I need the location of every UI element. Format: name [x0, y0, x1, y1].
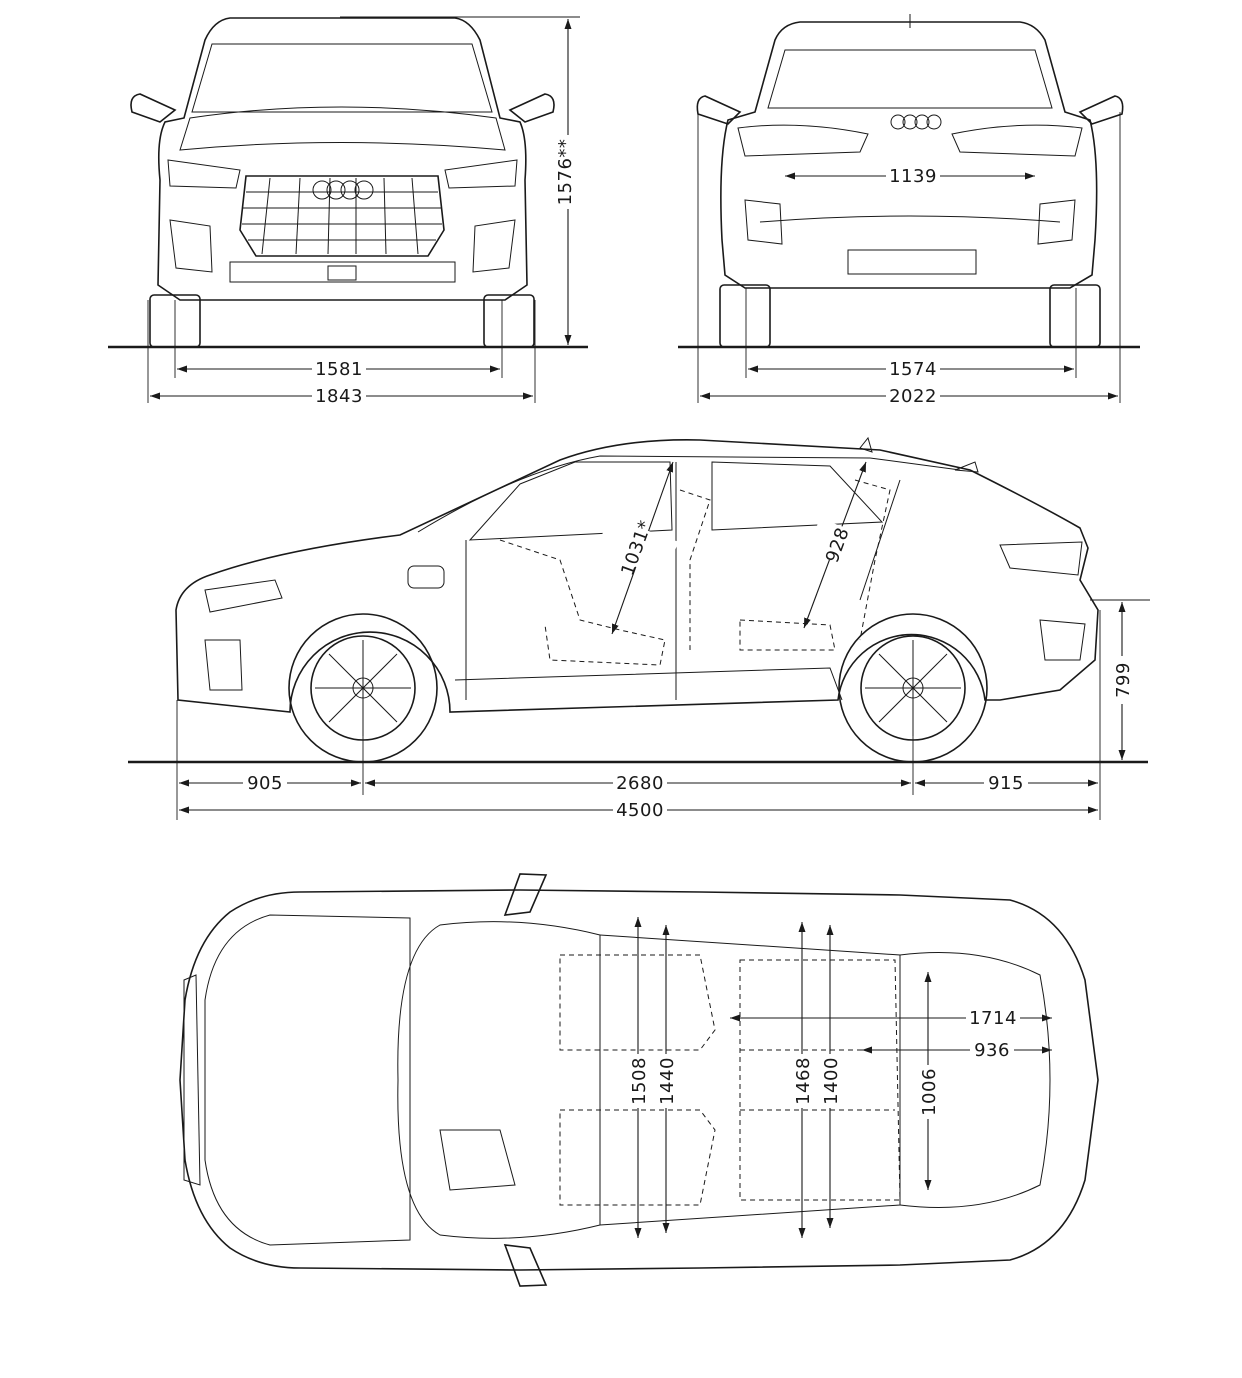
- front-height-dimension: 1576**: [340, 16, 581, 345]
- headroom-rear-dimension: 928: [803, 461, 869, 629]
- front-width-label: 1843: [315, 386, 363, 407]
- front-elbow-width-dimension: 1440: [654, 925, 680, 1233]
- boot-width-dimension: 1006: [916, 972, 942, 1190]
- front-overhang-label: 905: [247, 773, 283, 794]
- rear-track-dimension: 1574: [745, 288, 1077, 380]
- top-view: 1508 1440 1468 1400 1006 1714: [179, 873, 1099, 1287]
- headroom-front-dimension: 1031*: [595, 461, 679, 635]
- rear-overhang-label: 915: [988, 773, 1024, 794]
- front-view: 1576** 1581 1843: [108, 16, 588, 407]
- side-car-outline: [175, 436, 1099, 763]
- front-shoulder-width-label: 1508: [629, 1057, 650, 1105]
- loading-sill-dimension: 799: [1090, 599, 1150, 760]
- boot-length-label: 936: [974, 1040, 1010, 1061]
- length-label: 4500: [616, 800, 664, 821]
- rear-view: 1139 1574 2022: [678, 14, 1140, 407]
- front-track-label: 1581: [315, 359, 363, 380]
- front-car-outline: [130, 17, 555, 348]
- rear-track-label: 1574: [889, 359, 937, 380]
- front-height-label: 1576**: [555, 139, 576, 206]
- side-view: 1031* 928 799 905 2680 915: [128, 436, 1150, 821]
- rear-elbow-width-dimension: 1400: [818, 925, 844, 1228]
- rear-car-outline: [696, 14, 1124, 348]
- wheelbase-label: 2680: [616, 773, 664, 794]
- rear-window-label: 1139: [889, 166, 937, 187]
- rear-shoulder-width-dimension: 1468: [790, 922, 816, 1238]
- front-width-dimension: 1843: [147, 300, 536, 407]
- loading-sill-label: 799: [1113, 662, 1134, 698]
- rear-shoulder-width-label: 1468: [793, 1057, 814, 1105]
- rear-width-label: 2022: [889, 386, 937, 407]
- boot-length-max-dimension: 1714: [730, 1007, 1052, 1029]
- rear-width-dimension: 2022: [697, 112, 1121, 407]
- rear-window-dimension: 1139: [785, 165, 1035, 187]
- boot-length-dimension: 936: [862, 1039, 1052, 1061]
- top-car-outline: [179, 873, 1099, 1287]
- rear-elbow-width-label: 1400: [821, 1057, 842, 1105]
- front-elbow-width-label: 1440: [657, 1057, 678, 1105]
- front-shoulder-width-dimension: 1508: [626, 917, 652, 1238]
- boot-width-label: 1006: [919, 1068, 940, 1116]
- boot-length-max-label: 1714: [969, 1008, 1017, 1029]
- length-dimensions: 905 2680 915 4500: [176, 610, 1101, 821]
- front-track-dimension: 1581: [174, 300, 503, 380]
